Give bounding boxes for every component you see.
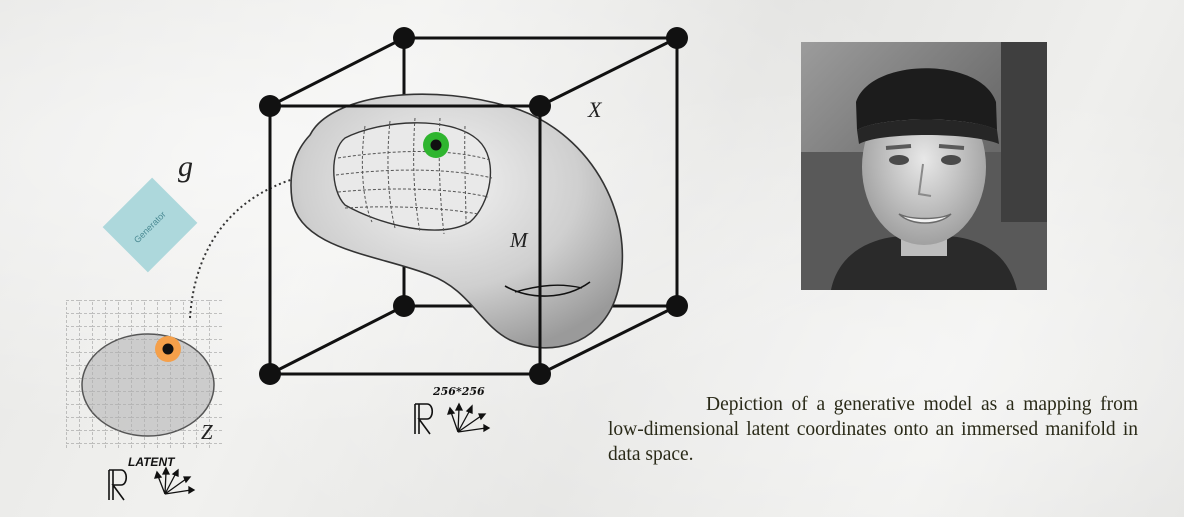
portrait-photo: [801, 42, 1047, 290]
generator-box: [102, 177, 198, 273]
real-numbers-icon: [108, 403, 434, 501]
dimension-label: 256*256: [433, 385, 485, 398]
latent-title: LATENT: [128, 455, 175, 469]
generator-function-label: g: [178, 150, 193, 183]
figure-caption: Depiction of a generative model as a map…: [608, 394, 1138, 465]
axes-icon: [154, 402, 491, 495]
portrait-photo-icon: [801, 42, 1047, 290]
manifold-label: M: [510, 228, 528, 252]
data-space-label: X: [588, 97, 602, 122]
latent-space-label: Z: [201, 420, 213, 444]
manifold-grid-patch: [333, 122, 492, 231]
